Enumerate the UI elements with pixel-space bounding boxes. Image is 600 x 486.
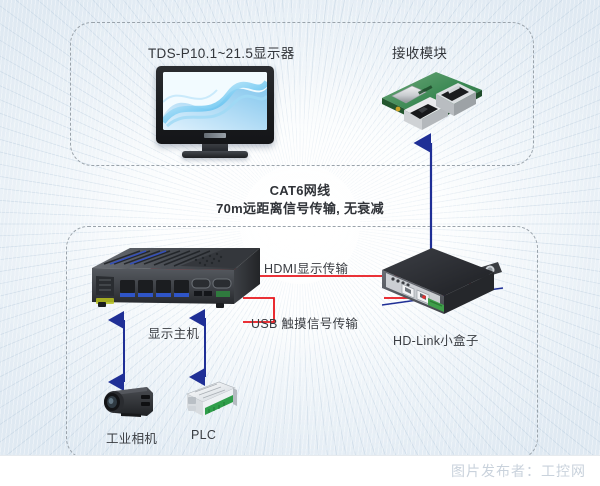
label-cat6-line2: 70m远距离信号传输, 无衰减 (216, 201, 384, 216)
industrial-pc-icon (84, 246, 268, 318)
label-plc: PLC (191, 428, 217, 442)
panel-top-dashed (70, 22, 534, 166)
monitor-device-icon (156, 66, 274, 158)
label-monitor: TDS-P10.1~21.5显示器 (148, 46, 295, 61)
label-cat6-line1: CAT6网线 (269, 183, 331, 198)
monitor-neck (202, 144, 228, 152)
watermark-text: 图片发布者：工控网 (451, 463, 586, 479)
industrial-camera-icon (101, 383, 157, 421)
hd-link-box-icon (376, 242, 504, 324)
label-industrial-camera: 工业相机 (106, 432, 158, 446)
footer-bar: 图片发布者：工控网 (0, 455, 600, 486)
pcb-receiver-card-icon (378, 68, 490, 142)
monitor-base (182, 151, 248, 158)
label-hd-link-box: HD-Link小盒子 (393, 334, 479, 348)
label-display-host: 显示主机 (148, 327, 200, 341)
label-receiver: 接收模块 (392, 46, 448, 61)
monitor-screen (163, 72, 267, 130)
label-usb-transmission: USB 触摸信号传输 (251, 317, 359, 331)
monitor-brand-logo (204, 133, 226, 138)
plc-module-icon (183, 378, 239, 422)
label-hdmi-transmission: HDMI显示传输 (264, 262, 349, 276)
